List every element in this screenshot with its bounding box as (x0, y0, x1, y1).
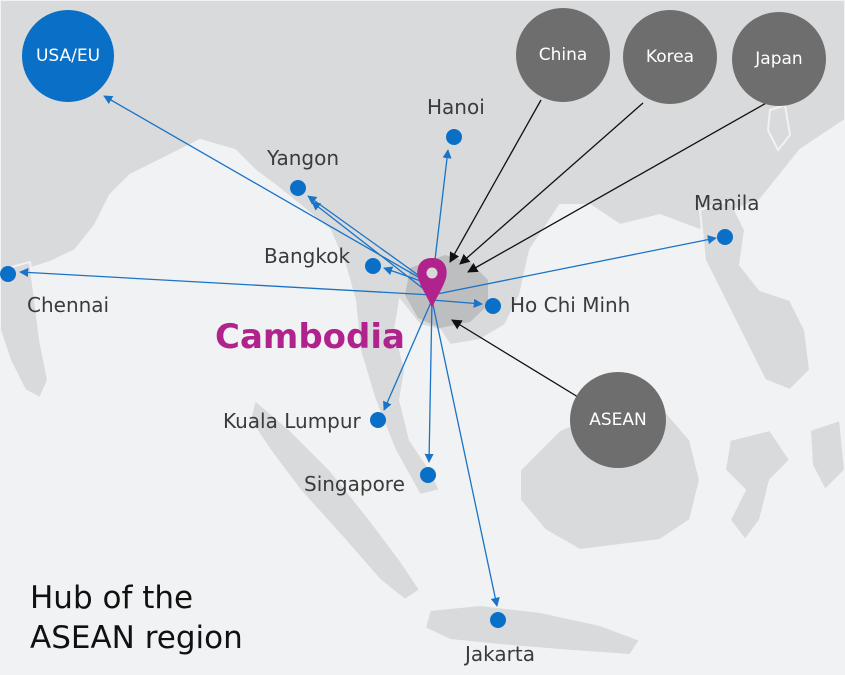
dot-icon (0, 266, 16, 282)
origin-usa-eu: USA/EU (22, 10, 114, 102)
route-from-korea (459, 102, 644, 265)
city-label-ho-chi-minh: Ho Chi Minh (510, 293, 631, 317)
origin-japan: Japan (732, 12, 826, 106)
route-manila (431, 235, 717, 296)
maluku-islands (808, 418, 845, 492)
route-yangon (307, 195, 433, 286)
city-dots (0, 129, 733, 628)
caption-line-1: Hub of the (30, 580, 194, 616)
city-label-bangkok: Bangkok (264, 244, 351, 268)
map-pin-icon (417, 258, 447, 308)
route-jakarta (431, 299, 500, 607)
hub-label: Cambodia (215, 317, 405, 357)
dot-icon (370, 412, 386, 428)
origin-korea-label: Korea (645, 47, 695, 67)
city-label-yangon: Yangon (267, 146, 340, 170)
sulawesi-island (723, 428, 792, 542)
dot-icon (717, 229, 733, 245)
dot-icon (290, 180, 306, 196)
city-label-jakarta: Jakarta (465, 642, 535, 666)
sumatra-island (248, 398, 422, 602)
dot-icon (420, 467, 436, 483)
land-masses (0, 0, 845, 657)
philippines-islands (698, 198, 812, 392)
city-label-hanoi: Hanoi (427, 95, 485, 119)
route-singapore (424, 299, 434, 463)
mainland-asia (0, 0, 845, 497)
dot-icon (490, 612, 506, 628)
origin-korea: Korea (623, 10, 717, 104)
origin-usa-eu-label: USA/EU (35, 46, 101, 66)
origin-china: China (516, 8, 610, 102)
route-kuala-lumpur (383, 299, 433, 411)
india-land (0, 260, 50, 400)
inbound-routes (449, 99, 769, 398)
city-label-kuala-lumpur: Kuala Lumpur (223, 409, 361, 433)
route-ho-chi-minh (431, 298, 483, 308)
route-from-asean (451, 319, 579, 398)
city-label-manila: Manila (694, 191, 760, 215)
city-label-singapore: Singapore (304, 472, 405, 496)
origin-asean: ASEAN (570, 372, 666, 468)
city-label-chennai: Chennai (27, 293, 110, 317)
map-caption: Hub of the ASEAN region (30, 578, 243, 658)
origin-japan-label: Japan (755, 49, 803, 69)
dot-icon (446, 129, 462, 145)
java-island (423, 603, 642, 657)
caption-line-2: ASEAN region (30, 620, 243, 656)
route-chennai (19, 267, 433, 296)
dot-icon (365, 258, 381, 274)
route-from-china (449, 99, 542, 263)
origin-asean-label: ASEAN (589, 410, 647, 430)
origin-china-label: China (538, 45, 588, 65)
dot-icon (485, 298, 501, 314)
route-from-japan (467, 101, 769, 273)
